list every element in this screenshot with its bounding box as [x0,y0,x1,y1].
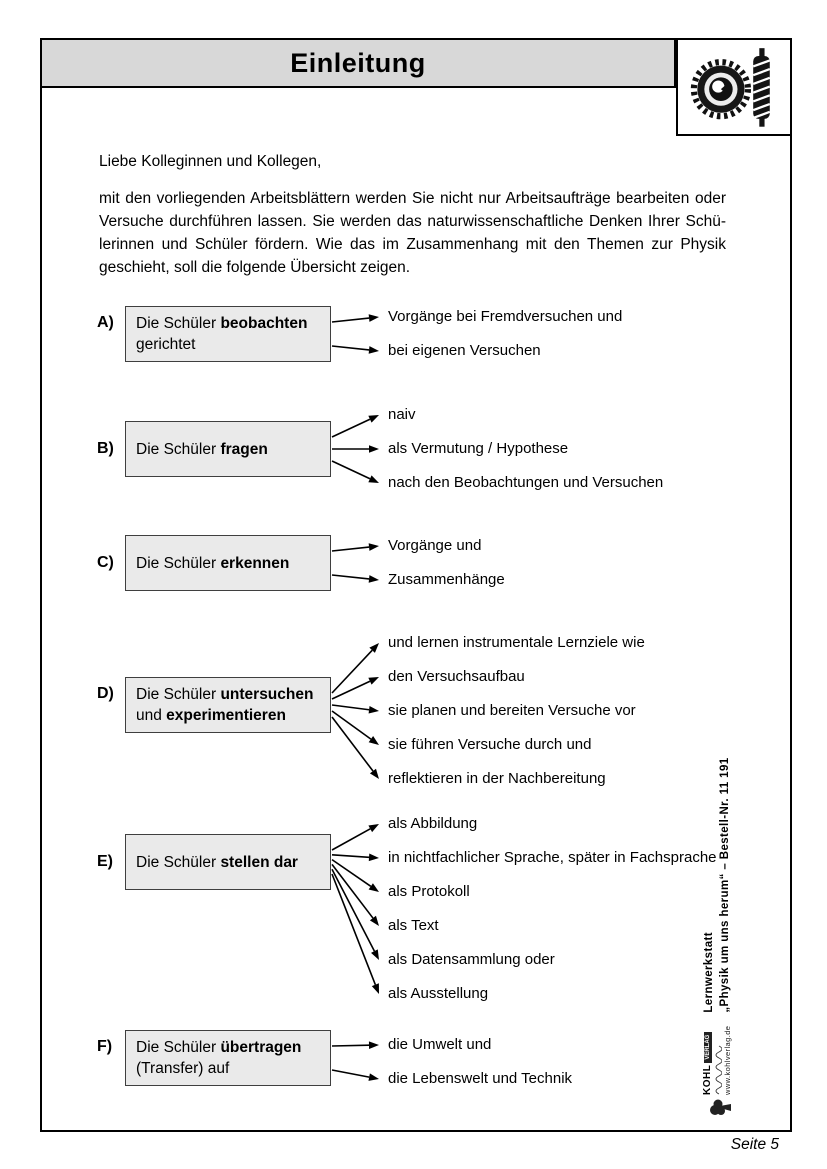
diagram-item: als Datensammlung oder [388,951,555,968]
page-number: Seite 5 [730,1136,779,1153]
series-title: Lernwerkstatt [703,932,715,1013]
box-text-part: erkennen [220,554,290,572]
box-text-part: (Transfer) auf [136,1060,230,1077]
box-text-part: stellen dar [220,853,298,871]
publisher-name: KOHL [702,1064,713,1095]
box-text-part: Die Schüler [136,853,221,871]
diagram-item: in nichtfachlicher Sprache, später in Fa… [388,849,717,866]
section-box: Die Schüler übertragen (Transfer) auf [125,1030,331,1086]
box-text-part: experimentieren [166,707,286,724]
header-bar: Einleitung [42,40,676,88]
diagram-item: als Abbildung [388,815,478,832]
section-box-text: Die Schüler fragen [136,439,268,460]
box-text-part: und [136,707,167,724]
diagram-item: sie planen und bereiten Versuche vor [388,702,636,719]
section-box-text: Die Schüler übertragen (Transfer) auf [136,1037,324,1079]
diagram-item: Vorgänge bei Fremdversuchen und [388,308,623,325]
diagram-item: die Lebenswelt und Technik [388,1070,573,1087]
section-items: Vorgänge bei Fremdversuchen und bei eigen… [388,307,622,361]
page-frame: Einleitung [40,38,792,1132]
publisher-verlag-badge: VERLAG [703,1031,712,1063]
section-box-text: Die Schüler stellen dar [136,852,298,873]
box-text-part: Die Schüler [136,686,221,703]
section-items: und lernen instrumentale Lernziele wie de… [388,633,645,789]
section-box-text: Die Schüler erkennen [136,553,289,574]
section-a: A) Die Schüler beobachten gerichtet Vorg… [97,306,782,362]
section-box: Die Schüler beobachten gerichtet [125,306,331,362]
diagram-item: als Ausstellung [388,985,489,1002]
logo-box [676,40,790,136]
handwritten-tagline-squiggle [715,1045,722,1095]
diagram-item: Vorgänge und [388,537,482,554]
diagram-item: als Vermutung / Hypothese [388,440,569,457]
section-box: Die Schüler untersuchen und experimentie… [125,677,331,733]
section-label: B) [97,440,114,457]
publisher-logo: KOHL VERLAG www.kohlverlag.de [702,1026,732,1116]
box-text-part: fragen [220,440,268,458]
section-label: C) [97,554,114,571]
section-items: die Umwelt und die Lebenswelt und Technik [388,1035,572,1089]
box-text-part: Die Schüler [136,315,221,332]
section-label: F) [97,1038,113,1055]
intro-paragraph: mit den vorliegenden Arbeitsblättern wer… [99,190,726,276]
diagram-item: nach den Beobachtungen und Versuchen [388,474,664,491]
diagram-item: reflektieren in der Nachbereitung [388,770,606,787]
box-text-part: beobachten [220,315,308,332]
section-e: E) Die Schüler stellen dar als Abbildung… [97,814,782,1004]
page-title: Einleitung [290,47,426,78]
section-items: naiv als Vermutung / Hypothese nach den Be… [388,405,663,493]
diagram-item: als Text [388,917,439,934]
section-box: Die Schüler fragen [125,421,331,477]
diagram-item: als Protokoll [388,883,470,900]
diagram-item: die Umwelt und [388,1036,492,1053]
gears-icon [690,48,771,127]
box-text-part: untersuchen [220,686,314,703]
diagram-item: naiv [388,406,416,423]
section-box-text: Die Schüler untersuchen und experimentie… [136,684,324,726]
section-d: D) Die Schüler untersuchen und experimen… [97,633,782,789]
box-text-part: Die Schüler [136,1039,221,1056]
diagram-item: sie führen Versuche durch und [388,736,592,753]
series-block: Lernwerkstatt „Physik um uns herum“ – Be… [702,757,732,1012]
box-text-part: übertragen [220,1039,302,1056]
section-b: B) Die Schüler fragen naiv als Vermutung … [97,405,782,493]
side-strip: KOHL VERLAG www.kohlverlag.de Lernwerkst… [702,757,732,1116]
tree-icon [710,1099,731,1115]
section-label: D) [97,685,114,702]
publisher-website: www.kohlverlag.de [723,1025,732,1095]
diagram-item: bei eigenen Versuchen [388,342,541,359]
greeting-text: Liebe Kolleginnen und Kollegen, [99,153,322,170]
section-f: F) Die Schüler übertragen (Transfer) auf… [97,1030,782,1089]
section-box: Die Schüler stellen dar [125,834,331,890]
section-label: E) [97,853,113,870]
section-label: A) [97,314,114,331]
diagram-item: den Versuchsaufbau [388,668,525,685]
diagram-item: Zusammenhänge [388,571,505,588]
section-box-text: Die Schüler beobachten gerichtet [136,313,324,355]
box-text-part: Die Schüler [136,440,221,458]
section-items: als Abbildung in nichtfachlicher Sprache,… [388,814,717,1004]
box-text-part: gerichtet [136,336,196,353]
series-order-number: „Physik um uns herum“ – Bestell-Nr. 11 1… [719,757,731,1013]
section-box: Die Schüler erkennen [125,535,331,591]
box-text-part: Die Schüler [136,554,221,572]
diagram-item: und lernen instrumentale Lernziele wie [388,634,645,651]
